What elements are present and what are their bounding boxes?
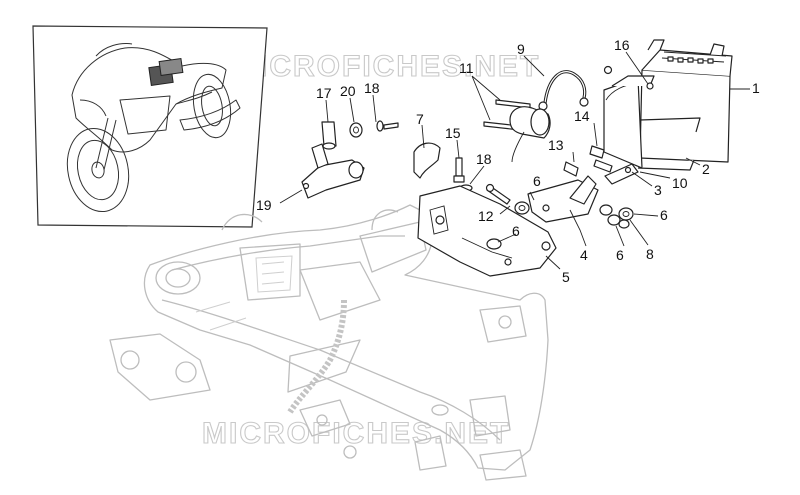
motorcycle-icon: [66, 43, 241, 213]
spacer-part-17: [321, 121, 337, 150]
callout-14: 14: [574, 108, 590, 124]
callout-3: 3: [654, 182, 662, 198]
nut-group-part-8: [599, 204, 634, 229]
leader-lines: [279, 51, 750, 270]
cable-part-9: [538, 70, 589, 111]
clip-part-7: [413, 142, 441, 179]
bracket-part-4: [527, 175, 599, 223]
callout-17: 17: [316, 85, 332, 101]
screw-part-12: [485, 183, 511, 205]
pin-part-14: [589, 145, 605, 159]
pin-part-13: [563, 161, 579, 177]
sensor-part-19: [301, 143, 365, 199]
callout-20: 20: [340, 83, 356, 99]
callout-6d: 6: [616, 247, 624, 263]
callout-5: 5: [562, 269, 570, 285]
battery-part-1: [639, 39, 733, 163]
callout-1: 1: [752, 80, 760, 96]
callout-15: 15: [445, 125, 461, 141]
callout-18b: 18: [364, 80, 380, 96]
callout-8: 8: [646, 246, 654, 262]
callout-16: 16: [614, 37, 630, 53]
terminal-strap-part-3: [593, 159, 639, 185]
callout-4: 4: [580, 247, 588, 263]
screw-part-16: [603, 65, 654, 90]
callout-9: 9: [517, 41, 525, 57]
callout-6a: 6: [533, 173, 541, 189]
callout-labels: 1 2 3 4 5 6 6 6 6 7 8 9 10 11 12 13 14 1…: [256, 37, 760, 285]
callout-18a: 18: [476, 151, 492, 167]
nut-part-6-left: [514, 201, 530, 215]
callout-12: 12: [478, 208, 494, 224]
screw-part-15: [453, 157, 465, 183]
motorcycle-inset: [32, 25, 268, 228]
callout-6b: 6: [512, 223, 520, 239]
callout-11: 11: [459, 60, 474, 76]
relay-body: [509, 106, 551, 163]
grommet-part-20: [349, 122, 363, 138]
battery-holder-part-2: [603, 75, 701, 171]
callout-10: 10: [672, 175, 688, 191]
nut-part-6-bottom: [486, 238, 502, 250]
callout-13: 13: [548, 137, 564, 153]
chassis-frame: [109, 204, 549, 481]
callout-7: 7: [416, 111, 424, 127]
bolt-small: [383, 122, 399, 130]
watermark-top: MICROFICHES.NET: [232, 50, 540, 83]
callout-6c: 6: [660, 207, 668, 223]
callout-2: 2: [702, 161, 710, 177]
watermark-bottom: MICROFICHES.NET: [202, 417, 510, 450]
callout-19: 19: [256, 197, 272, 213]
